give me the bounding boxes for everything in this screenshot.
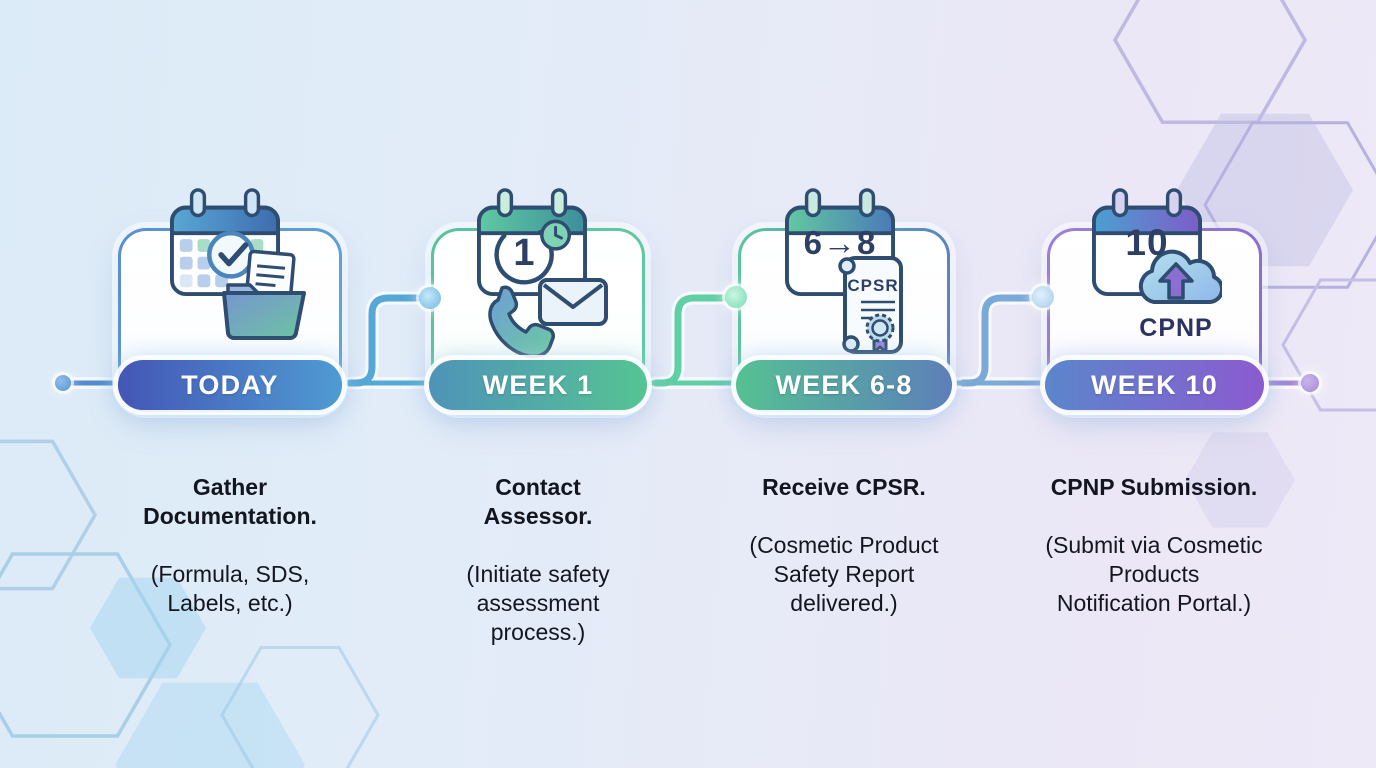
caption-subtitle: (Initiate safety assessment process.) <box>466 561 610 645</box>
caption-gather-documentation: Gather Documentation. (Formula, SDS, Lab… <box>90 444 370 647</box>
cycle-arrow-icon <box>494 225 554 285</box>
phone-handset-icon <box>488 285 555 359</box>
stage-pill-week1: WEEK 1 <box>429 360 647 410</box>
caption-title: Contact Assessor. <box>483 474 593 529</box>
caption-title: CPNP Submission. <box>1050 474 1258 500</box>
caption-contact-assessor: Contact Assessor. (Initiate safety asses… <box>398 444 678 676</box>
cpsr-certificate-scroll-icon <box>838 256 903 354</box>
cloud-upload-icon <box>1138 249 1222 304</box>
calendar-number-week10: 10 <box>1125 222 1169 263</box>
upload-arrow-icon <box>1158 262 1194 300</box>
cpnp-portal-label: CPNP <box>1139 314 1213 342</box>
caption-title: Receive CPSR. <box>762 474 926 500</box>
timeline-start-node <box>55 375 71 391</box>
caption-subtitle: (Submit via Cosmetic Products Notificati… <box>1045 532 1263 616</box>
envelope-icon <box>538 278 608 326</box>
calendar-number-week1: 1 <box>513 232 535 274</box>
documents-folder-icon <box>222 249 306 340</box>
phone-email-icon <box>488 278 608 359</box>
caption-cpnp-submission: CPNP Submission. (Submit via Cosmetic Pr… <box>1004 444 1304 647</box>
caption-subtitle: (Cosmetic Product Safety Report delivere… <box>749 532 939 616</box>
timeline-node-week10 <box>1032 286 1054 308</box>
timeline-end-node <box>1301 374 1319 392</box>
caption-receive-cpsr: Receive CPSR. (Cosmetic Product Safety R… <box>694 444 994 647</box>
stage-pill-week6-8: WEEK 6-8 <box>736 360 952 410</box>
caption-title: Gather Documentation. <box>143 474 317 529</box>
calendar-number-week6-8: 6→8 <box>803 224 877 261</box>
calendar-week1-icon <box>477 188 587 297</box>
cpsr-document-label: CPSR <box>847 276 899 295</box>
timeline-node-week1 <box>419 287 441 309</box>
checkmark-icon <box>218 242 249 267</box>
timeline-node-week6-8 <box>725 286 747 308</box>
caption-subtitle: (Formula, SDS, Labels, etc.) <box>150 561 310 616</box>
stage-pill-today: TODAY <box>118 360 342 410</box>
calendar-check-icon <box>169 188 280 297</box>
stage-pill-week10: WEEK 10 <box>1045 360 1264 410</box>
